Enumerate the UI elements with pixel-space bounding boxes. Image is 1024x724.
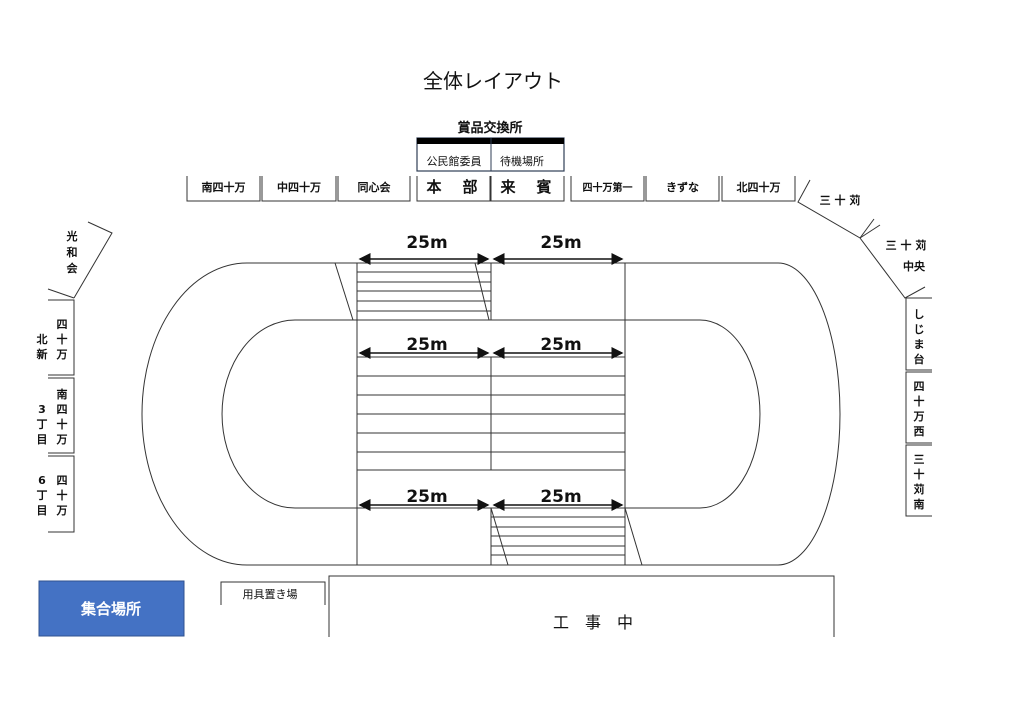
distance-label: 25m bbox=[406, 233, 447, 253]
booth-box bbox=[416, 176, 491, 202]
equipment-label: 用具置き場 bbox=[243, 588, 298, 601]
booth-box bbox=[261, 176, 337, 202]
label: 3 bbox=[38, 403, 46, 416]
label: 南 bbox=[914, 497, 925, 511]
label: 南 bbox=[57, 387, 68, 401]
booth-label: きずな bbox=[666, 180, 699, 194]
booth-label: 本 部 bbox=[426, 178, 480, 196]
distance-label: 25m bbox=[540, 233, 581, 253]
label: 三 十 苅 bbox=[886, 238, 927, 252]
assembly-label: 集合場所 bbox=[80, 600, 141, 618]
label: 万 bbox=[56, 433, 68, 446]
assembly-area bbox=[38, 580, 185, 637]
label: 台 bbox=[914, 352, 925, 366]
label: 光 bbox=[66, 229, 78, 243]
label: 十 bbox=[57, 332, 68, 346]
label: 四 bbox=[914, 380, 925, 393]
label: 四 bbox=[57, 403, 68, 416]
label: 万 bbox=[56, 504, 68, 517]
booth-label: 北四十万 bbox=[737, 180, 781, 194]
label: じ bbox=[914, 323, 925, 336]
booth-box bbox=[721, 176, 796, 202]
equipment-box bbox=[220, 581, 326, 605]
distance-label: 25m bbox=[406, 335, 447, 355]
booth-box bbox=[186, 176, 261, 202]
label: 十 bbox=[914, 467, 925, 481]
label: し bbox=[914, 308, 925, 321]
construction-label: 工 事 中 bbox=[553, 613, 633, 632]
label: 丁 bbox=[37, 489, 48, 502]
label: 6 bbox=[38, 474, 46, 487]
lanes bbox=[334, 262, 643, 566]
label: 十 bbox=[57, 488, 68, 502]
label: 三 bbox=[914, 453, 925, 466]
label: 和 bbox=[67, 245, 78, 259]
booth-label: 四十万第一 bbox=[583, 181, 633, 194]
booth-label: 公民館委員 bbox=[427, 154, 482, 168]
outer-track bbox=[141, 262, 841, 566]
distance-label: 25m bbox=[406, 487, 447, 507]
label: 新 bbox=[37, 347, 48, 361]
prize-exchange-label: 賞品交換所 bbox=[457, 120, 522, 136]
booth-box bbox=[570, 176, 645, 202]
booth-label: 待機場所 bbox=[500, 154, 544, 168]
label: 万 bbox=[913, 410, 925, 423]
label: 丁 bbox=[37, 418, 48, 431]
booth-label: 同心会 bbox=[358, 180, 392, 194]
label: 北 bbox=[37, 332, 48, 346]
booth-box bbox=[337, 176, 411, 202]
label: 十 bbox=[57, 417, 68, 431]
label: 万 bbox=[56, 348, 68, 361]
booth-box bbox=[490, 176, 565, 202]
booth-label: 中四十万 bbox=[277, 180, 321, 194]
distance-label: 25m bbox=[540, 335, 581, 355]
label: 中央 bbox=[903, 259, 926, 273]
label: 十 bbox=[914, 394, 925, 408]
label: 目 bbox=[37, 433, 48, 446]
distance-markers: 25m 25m 25m 25m 25m 25m bbox=[358, 233, 624, 511]
inner-track bbox=[221, 319, 761, 509]
booth-row: 南四十万 中四十万 同心会 本 部 来 賓 四十万第一 きずな 北四十万 bbox=[186, 176, 796, 202]
label: ま bbox=[914, 338, 925, 351]
label: 苅 bbox=[914, 482, 925, 496]
booth-label: 来 賓 bbox=[499, 178, 554, 196]
page-title: 全体レイアウト bbox=[423, 69, 563, 93]
label: 四 bbox=[57, 318, 68, 331]
distance-label: 25m bbox=[540, 487, 581, 507]
booth-box bbox=[645, 176, 720, 202]
label: 四 bbox=[57, 474, 68, 487]
construction-area bbox=[328, 575, 835, 637]
label: 西 bbox=[914, 425, 925, 438]
label: 三 十 苅 bbox=[820, 193, 861, 207]
label: 会 bbox=[67, 261, 79, 275]
label: 目 bbox=[37, 504, 48, 517]
booth-label: 南四十万 bbox=[202, 180, 246, 194]
